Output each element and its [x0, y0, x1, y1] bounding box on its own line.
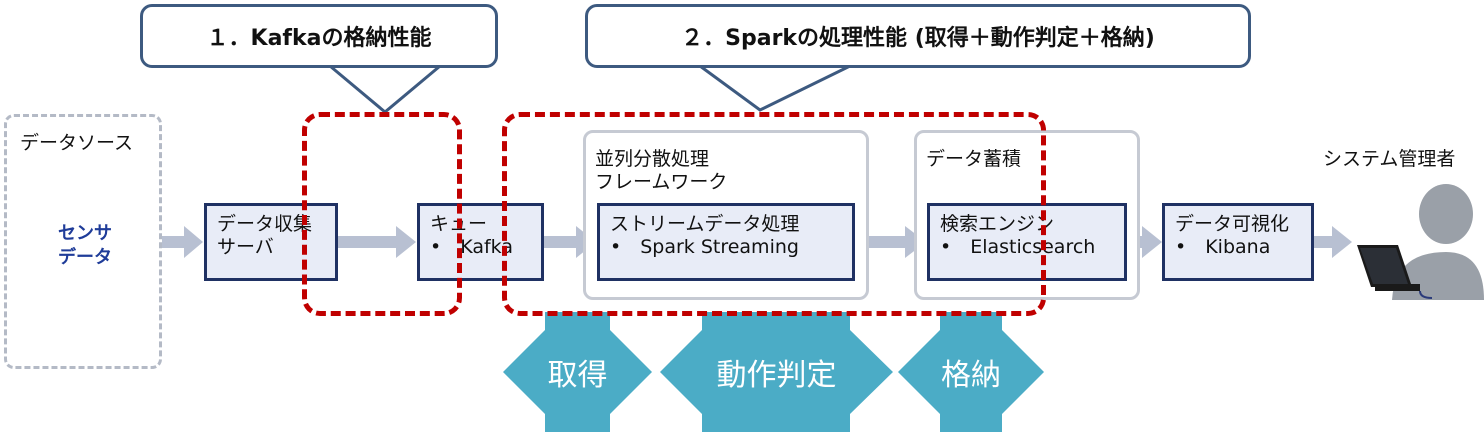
search-engine-line2: • Elasticsearch [940, 236, 1096, 258]
framework-group-label: 並列分散処理 フレームワーク [595, 148, 727, 194]
flow-arrow-1 [160, 226, 203, 258]
kafka-callout-text: １．Kafkaの格納性能 [206, 26, 432, 51]
data-source-label: データソース [20, 132, 134, 154]
phase-arrow-judge [660, 312, 893, 432]
data-visualization-box: データ可視化 • Kibana [1162, 203, 1314, 281]
stream-line2: • Spark Streaming [610, 236, 799, 258]
phase-judge-label: 動作判定 [716, 358, 837, 393]
spark-measurement-frame [502, 112, 1046, 316]
visualization-line2: • Kibana [1175, 236, 1271, 258]
stream-processing-box: ストリームデータ処理 • Spark Streaming [597, 203, 855, 281]
phase-arrow-store [898, 312, 1044, 432]
sensor-data-label: センサ データ [50, 222, 120, 270]
flow-arrow-6 [1314, 226, 1352, 258]
queue-line2: • Kafka [430, 236, 513, 258]
visualization-line1: データ可視化 [1175, 213, 1290, 235]
flow-arrow-5 [1125, 226, 1162, 258]
flow-arrow-4 [853, 226, 926, 258]
search-engine-line1: 検索エンジン [940, 213, 1055, 235]
data-storage-label: データ蓄積 [926, 148, 1022, 170]
phase-arrow-acquire [503, 312, 652, 432]
system-admin-label: システム管理者 [1323, 148, 1456, 170]
framework-label-line1: 並列分散処理 [595, 148, 710, 170]
kafka-callout-pointer [325, 64, 445, 114]
sensor-data-line2: データ [58, 247, 112, 268]
flow-arrow-2 [338, 226, 416, 258]
spark-callout-pointer [695, 64, 851, 112]
flow-arrows [160, 226, 1352, 258]
phase-store-label: 格納 [941, 358, 1001, 393]
phase-arrows [503, 312, 1044, 432]
search-engine-box: 検索エンジン • Elasticsearch [927, 203, 1127, 281]
stream-line1: ストリームデータ処理 [610, 213, 800, 235]
collection-server-line2: サーバ [217, 236, 274, 258]
flow-arrow-3 [543, 226, 596, 258]
collection-server-line1: データ収集 [217, 213, 313, 235]
spark-performance-callout: ２．Sparkの処理性能 (取得＋動作判定＋格納) [585, 4, 1251, 68]
data-collection-server-box: データ収集 サーバ [204, 203, 338, 281]
kafka-performance-callout: １．Kafkaの格納性能 [140, 4, 498, 68]
admin-person-icon [1357, 184, 1484, 300]
spark-callout-text: ２．Sparkの処理性能 (取得＋動作判定＋格納) [681, 26, 1155, 51]
sensor-data-line1: センサ [58, 223, 112, 244]
framework-label-line2: フレームワーク [595, 171, 728, 193]
phase-acquire-label: 取得 [547, 358, 608, 393]
queue-box: キュー • Kafka [417, 203, 544, 281]
kafka-measurement-frame [302, 112, 462, 316]
data-source-group [4, 114, 162, 369]
